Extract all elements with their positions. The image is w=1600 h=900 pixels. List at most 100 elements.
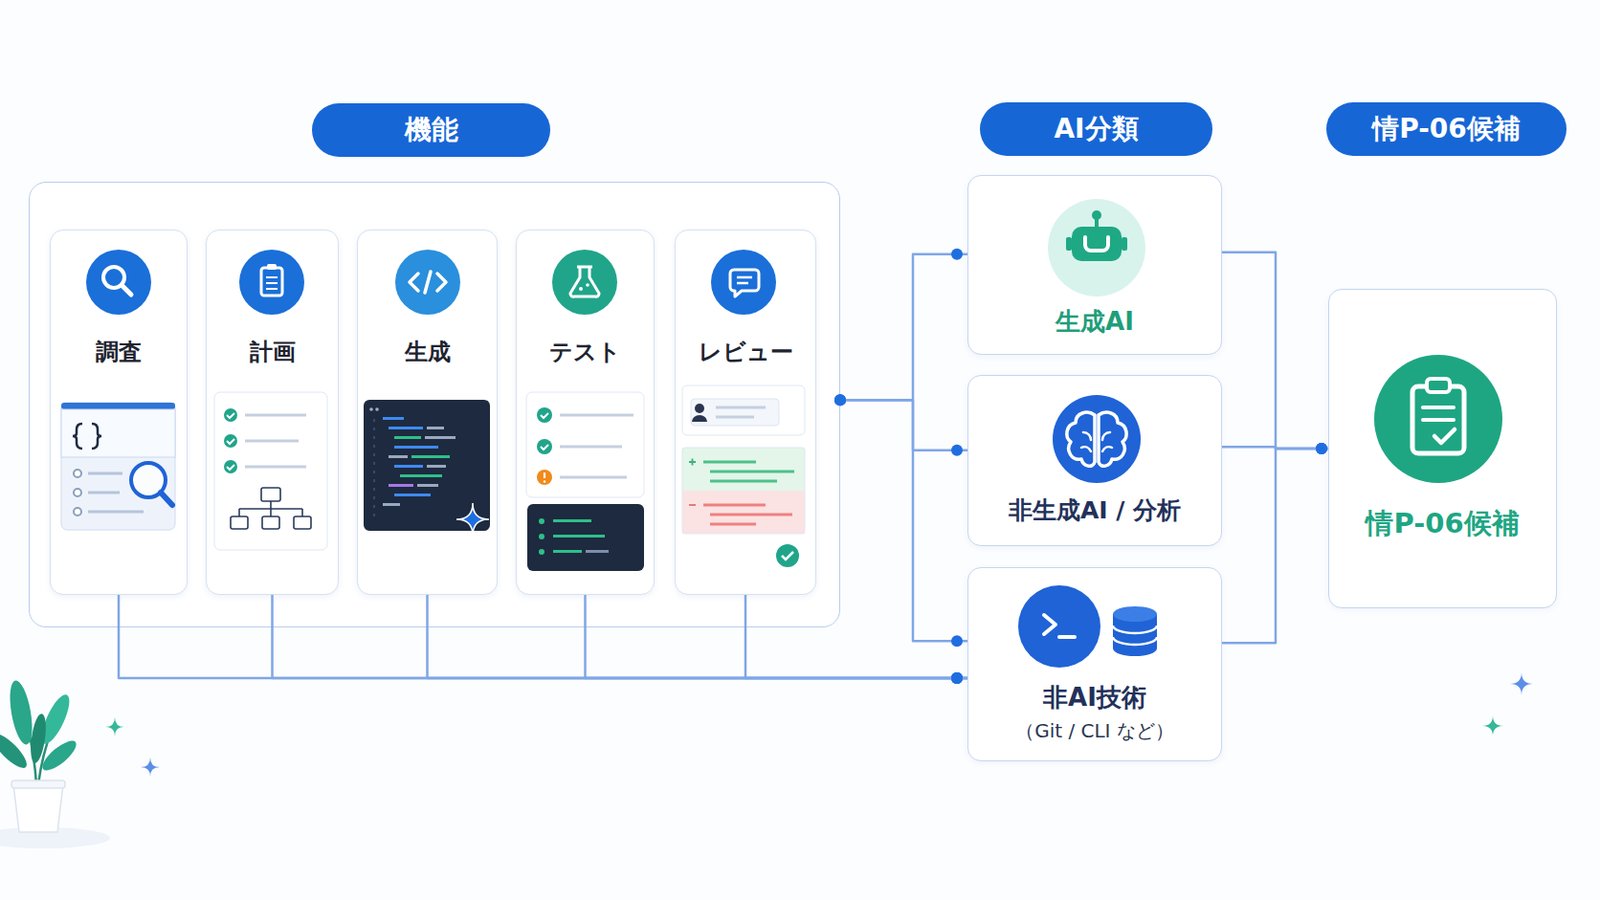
plant-decoration-part (11, 780, 66, 789)
clipboard-icon-part (1422, 418, 1454, 423)
review-thumbnail-part (682, 447, 805, 534)
plant-decoration-part (21, 703, 37, 785)
plant-decoration-part (0, 827, 111, 849)
brain-icon-part (1052, 395, 1141, 484)
plant-decoration-part (38, 736, 81, 777)
plan-thumbnail-part (239, 501, 303, 517)
code-thumbnail-part (363, 400, 490, 532)
review-thumbnail-part (715, 416, 755, 420)
plan-thumbnail-part (214, 392, 328, 551)
search-icon-part (86, 249, 152, 315)
test-thumbnail (526, 392, 645, 572)
clipboard-icon-part (1434, 429, 1455, 444)
connector-group (1222, 443, 1329, 455)
connector-dot (1315, 443, 1328, 455)
test-thumbnail-part (527, 504, 645, 572)
database-icon-part (1112, 614, 1157, 657)
node-label: 情P-06候補 (1329, 506, 1556, 541)
plan-icon-part (266, 282, 278, 285)
function-card: レビュー (674, 229, 817, 596)
plan-thumbnail-part (230, 516, 248, 530)
plant-decoration (0, 679, 111, 849)
node-label: レビュー (675, 337, 816, 367)
search-icon-part (121, 285, 132, 295)
code-thumbnail-part (394, 436, 422, 440)
robot-icon (1047, 199, 1146, 297)
plan-icon-part (266, 276, 278, 279)
connector-dot (951, 672, 963, 685)
review-thumbnail-part (682, 385, 805, 436)
node-label: （Git / CLI など） (968, 719, 1222, 744)
code-thumbnail-part (382, 417, 404, 421)
code-thumbnail-part (369, 407, 374, 412)
code-thumbnail-part (411, 455, 450, 459)
connector-group (118, 595, 968, 685)
test-thumbnail-part (536, 439, 553, 455)
review-thumbnail-part (682, 447, 805, 491)
plan-icon-part (239, 249, 305, 315)
brain-icon-part (1098, 412, 1127, 467)
sparkle-decoration-part (140, 757, 160, 778)
chat-icon-part (736, 282, 749, 286)
plant-decoration-part (5, 679, 37, 747)
code-thumbnail-part (400, 474, 443, 478)
test-thumbnail-part (538, 533, 545, 540)
connector (745, 595, 968, 679)
header-pill: 情P-06候補 (1326, 102, 1567, 156)
node-label: 計画 (206, 337, 338, 367)
database-icon (1112, 606, 1157, 657)
code-thumbnail-part (394, 445, 439, 449)
code-icon-part (409, 273, 419, 291)
search-thumbnail-part (88, 491, 120, 495)
connector (272, 595, 969, 679)
plan-thumbnail-part (293, 516, 312, 530)
search-thumbnail-part (73, 469, 82, 478)
code-icon-part (437, 273, 446, 291)
brain-icon (1052, 395, 1141, 484)
clipboard-icon-part (1422, 405, 1454, 410)
database-icon-part (1112, 625, 1157, 645)
terminal-icon (1018, 585, 1101, 668)
code-thumbnail-part (426, 426, 445, 430)
review-thumbnail-part (682, 490, 805, 534)
robot-icon-part (1094, 218, 1099, 228)
test-thumbnail-part (553, 519, 592, 523)
search-thumbnail-part (61, 402, 176, 410)
plan-icon-part (261, 267, 283, 296)
connector-group (585, 595, 969, 685)
search-thumbnail-part (131, 463, 166, 498)
plan-thumbnail-part (223, 434, 238, 448)
code-thumbnail (363, 400, 490, 536)
test-thumbnail-part (553, 534, 605, 538)
connector-dot (1315, 443, 1328, 455)
test-thumbnail-part (526, 392, 645, 498)
code-thumbnail-part (424, 436, 456, 440)
function-card: 計画 (205, 229, 339, 596)
category-box: 生成AI (967, 175, 1223, 356)
test-thumbnail-part (540, 413, 549, 450)
code-thumbnail-part (388, 484, 414, 488)
plan-icon (239, 249, 305, 315)
robot-icon-part (1091, 210, 1102, 221)
node-label: 生成AI (968, 306, 1222, 338)
function-card: 生成 (356, 229, 498, 596)
header-label: 情P-06候補 (1326, 102, 1567, 156)
header-label: AI分類 (979, 102, 1213, 156)
review-thumbnail-part (781, 552, 794, 560)
connector-dot (951, 248, 963, 261)
flask-icon-part (578, 287, 583, 291)
robot-icon-part (1047, 199, 1146, 297)
connector (1222, 446, 1329, 449)
review-thumbnail-part (688, 504, 696, 507)
review-thumbnail-part (703, 504, 766, 508)
connector-dot (951, 672, 963, 685)
plan-thumbnail (214, 392, 328, 551)
code-thumbnail-part (375, 407, 379, 412)
test-thumbnail-part (585, 550, 609, 554)
search-thumbnail-part (88, 511, 144, 514)
plan-thumbnail-part (244, 414, 307, 418)
search-thumbnail-part (91, 423, 102, 449)
category-box: 非AI技術（Git / CLI など） (967, 567, 1223, 762)
search-thumbnail-part (72, 423, 83, 449)
